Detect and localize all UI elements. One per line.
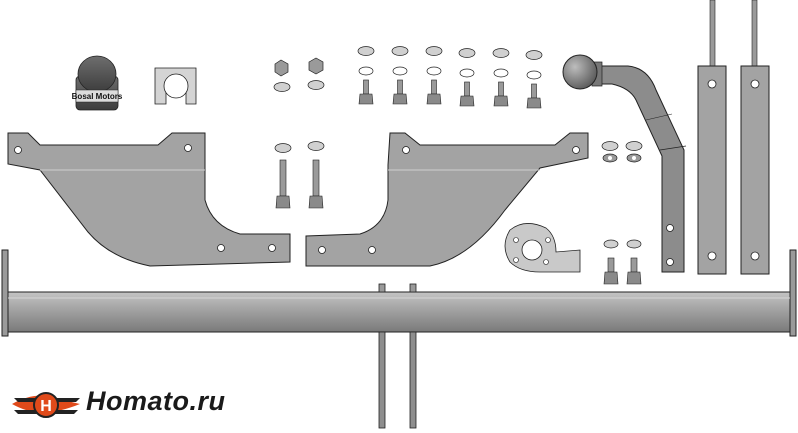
winged-h-emblem-icon: H: [12, 392, 80, 418]
bolt-row-top: [357, 46, 543, 109]
right-side-bracket: [305, 132, 589, 267]
clamp-bracket: [154, 67, 197, 105]
nut-washer-group-top: [273, 57, 325, 92]
tow-ball-neck: [562, 54, 687, 273]
tow-ball-cap: Bosal Motors: [72, 55, 123, 111]
center-receiver-straps: [378, 283, 417, 429]
nut-washer-group-side: [601, 141, 643, 163]
vertical-straps: [697, 0, 770, 275]
brand-wordmark: Homato.ru: [86, 386, 226, 416]
long-bolts-middle: [274, 141, 325, 209]
cap-brand-label: Bosal Motors: [72, 92, 123, 101]
cross-beam: [1, 249, 797, 337]
socket-plate: [504, 223, 581, 273]
svg-text:H: H: [40, 398, 52, 415]
left-side-bracket: [7, 132, 291, 267]
bolts-bottom: [603, 239, 642, 285]
